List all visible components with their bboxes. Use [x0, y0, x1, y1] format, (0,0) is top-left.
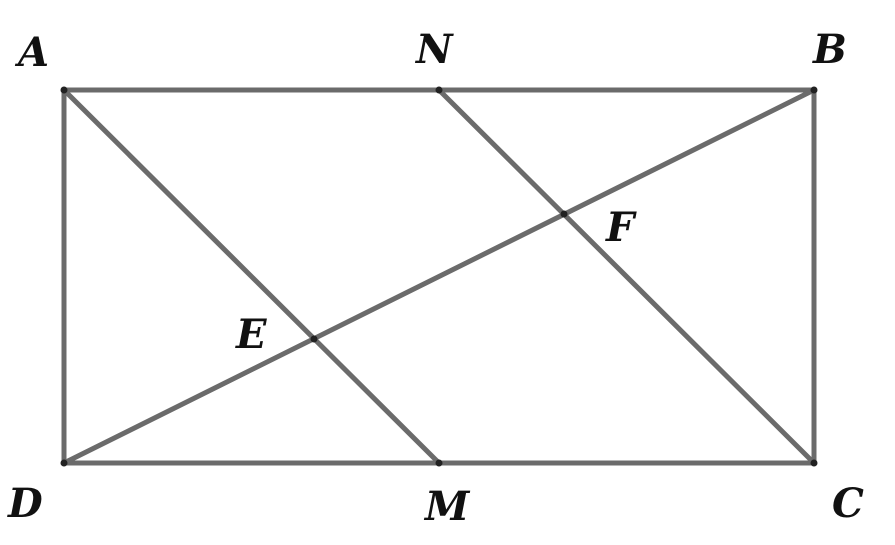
point-c: [810, 459, 818, 467]
label-m: M: [423, 483, 471, 530]
point-n: [435, 86, 443, 94]
label-a: A: [14, 29, 49, 76]
label-n: N: [414, 26, 454, 73]
label-b: B: [812, 26, 847, 73]
point-d: [60, 459, 68, 467]
point-m: [435, 459, 443, 467]
label-c: C: [832, 480, 864, 527]
label-f: F: [605, 204, 637, 251]
point-e: [310, 335, 318, 343]
point-a: [60, 86, 68, 94]
segment-db: [61, 87, 817, 466]
label-d: D: [7, 480, 43, 527]
segment-nc: [436, 87, 817, 466]
label-e: E: [235, 311, 267, 358]
point-b: [810, 86, 818, 94]
point-f: [560, 210, 568, 218]
segment-am: [61, 87, 442, 466]
